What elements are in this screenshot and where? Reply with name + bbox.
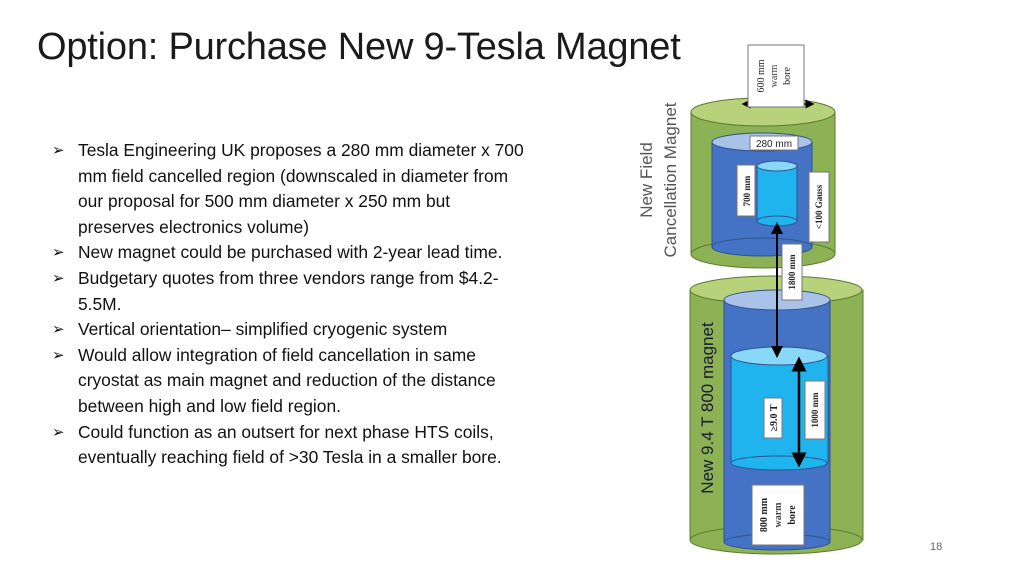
inner-diameter-label: 280 mm	[756, 139, 792, 150]
separation-label: 1800 mm	[787, 254, 797, 290]
gauss-box	[808, 171, 830, 243]
bullet-line: eventually reaching field of >30 Tesla i…	[78, 447, 502, 468]
bullet-line: Budgetary quotes from three vendors rang…	[78, 267, 499, 288]
bullet-line: 5.5M.	[78, 293, 122, 314]
main-field-bottom	[730, 455, 828, 471]
separation-box	[781, 243, 803, 301]
bullet-item: ➢ New magnet could be purchased with 2-y…	[52, 240, 577, 266]
arrow-bullet-icon: ➢	[52, 321, 65, 339]
inner-height-box	[736, 164, 756, 217]
inner-height-label: 700 mm	[742, 175, 752, 206]
field-height-box	[804, 380, 826, 440]
bottom-bore-line-1: 800 mm	[759, 497, 770, 532]
field-value-box	[763, 397, 783, 439]
bullet-item: ➢ Tesla Engineering UK proposes a 280 mm…	[52, 138, 577, 240]
arrow-bullet-icon: ➢	[52, 269, 65, 287]
cancellation-inner-top	[756, 160, 798, 172]
field-height-label: 1000 mm	[810, 392, 820, 428]
bullet-line: between high and low field region.	[78, 395, 341, 416]
bullet-item: ➢ Could function as an outsert for next …	[52, 420, 577, 471]
arrow-bullet-icon: ➢	[52, 423, 65, 441]
bullet-item: ➢ Vertical orientation– simplified cryog…	[52, 317, 577, 343]
cancellation-inner-bottom	[756, 215, 798, 227]
main-magnet-label: New 9.4 T 800 magnet	[698, 322, 717, 494]
bullet-line: Vertical orientation– simplified cryogen…	[78, 319, 448, 340]
top-bore-line-2: warm	[769, 64, 780, 87]
top-bore-box	[747, 44, 805, 108]
bottom-bore-line-3: bore	[787, 505, 798, 525]
page-number: 18	[930, 541, 943, 553]
bullet-line: Tesla Engineering UK proposes a 280 mm d…	[78, 140, 524, 160]
cancellation-inner-cylinder	[756, 165, 798, 222]
arrow-bullet-icon: ➢	[52, 346, 65, 364]
bottom-bore-line-2: warm	[773, 502, 784, 528]
arrow-bullet-icon: ➢	[52, 142, 65, 159]
bottom-bore-box	[751, 484, 805, 546]
bullet-line: Could function as an outsert for next ph…	[78, 421, 494, 442]
inner-diameter-box	[749, 135, 799, 151]
bullet-line: Would allow integration of field cancell…	[78, 344, 476, 365]
magnet-diagram: 600 mm warm bore 280 mm 700 mm <100 Gaus…	[637, 44, 864, 555]
bullet-item: ➢ Budgetary quotes from three vendors ra…	[52, 266, 577, 317]
top-bore-line-3: bore	[782, 67, 793, 85]
bullet-list: ➢ Tesla Engineering UK proposes a 280 mm…	[52, 138, 577, 471]
cancellation-label-line-2: Cancellation Magnet	[661, 102, 680, 257]
bullet-line: our proposal for 500 mm diameter x 250 m…	[78, 191, 451, 212]
cancellation-label-line-1: New Field	[637, 142, 656, 218]
bullet-line: mm field cancelled region (downscaled in…	[78, 165, 509, 186]
bullet-line: New magnet could be purchased with 2-yea…	[78, 242, 503, 263]
field-value-label: ≥9.0 T	[769, 404, 780, 431]
slide-title: Option: Purchase New 9-Tesla Magnet	[37, 26, 681, 68]
arrow-bullet-icon: ➢	[52, 244, 65, 262]
bullet-line: preserves electronics volume)	[78, 216, 309, 237]
gauss-label: <100 Gauss	[814, 184, 824, 229]
bullet-line: cryostat as main magnet and reduction of…	[78, 370, 496, 391]
bullet-item: ➢ Would allow integration of field cance…	[52, 343, 577, 420]
main-field-top	[730, 346, 828, 366]
top-bore-line-1: 600 mm	[756, 59, 767, 92]
